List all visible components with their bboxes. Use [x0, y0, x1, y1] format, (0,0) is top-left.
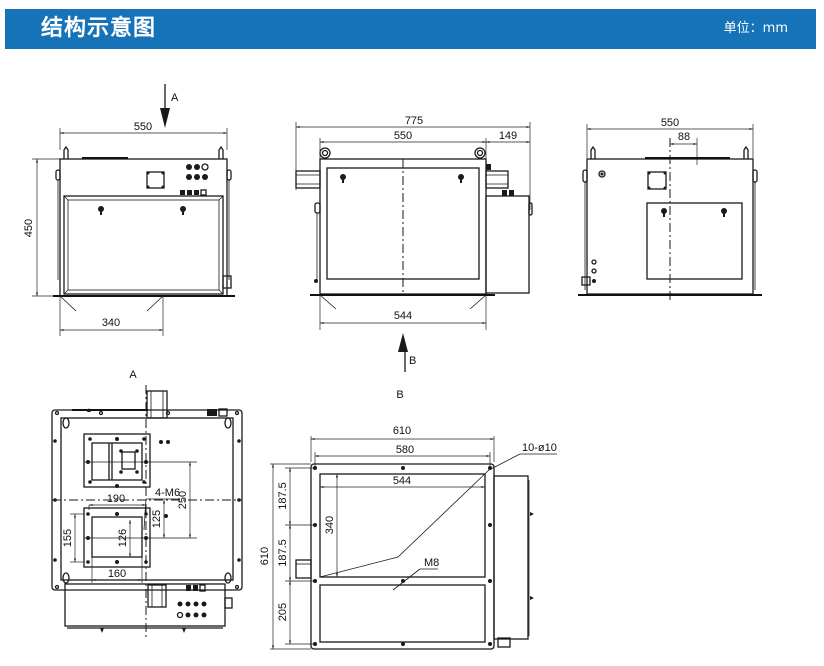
view-b-dim-opening-height: 340: [324, 516, 336, 534]
side-dim-bottom-opening: 544: [394, 310, 412, 322]
view-arrow-b-label: B: [409, 355, 416, 367]
side-view: 775 550 149 544: [295, 115, 533, 372]
view-b-dim-opening: 544: [393, 475, 411, 487]
rear-dim-width: 550: [661, 117, 679, 129]
section-title: 结构示意图: [41, 16, 157, 41]
front-dim-bottom-opening: 340: [102, 317, 120, 329]
view-a-dim-250: 250: [177, 491, 189, 509]
view-b-bottom: B 610 580 10-ø10 544 340 M8: [259, 389, 557, 650]
view-b-dim-seg3: 205: [277, 603, 289, 621]
view-b-dim-outer-width: 610: [393, 425, 411, 437]
view-arrow-a: A: [160, 84, 179, 128]
view-arrow-b: B: [398, 333, 416, 372]
view-b-callout-holes: 10-ø10: [522, 442, 557, 454]
view-b-dim-seg2: 187.5: [277, 539, 289, 567]
unit-label: 单位：mm: [723, 21, 788, 36]
view-a-dim-160: 160: [108, 568, 126, 580]
rear-view: 550 88: [578, 117, 762, 302]
view-a-label: A: [129, 369, 137, 381]
view-b-dim-hole-spacing: 580: [396, 444, 414, 456]
view-arrow-a-label: A: [171, 92, 179, 104]
rear-dim-offset: 88: [678, 131, 690, 143]
view-a-dim-125: 125: [151, 510, 163, 528]
view-b-dim-outer-height: 610: [259, 547, 271, 565]
section-header: 结构示意图 单位：mm: [5, 9, 816, 49]
view-a-callout-m6: 4-M6: [155, 487, 180, 499]
front-dim-width: 550: [134, 121, 152, 133]
view-a-dim-190: 190: [107, 493, 125, 505]
view-a-top: A: [51, 369, 243, 640]
view-b-label: B: [396, 389, 403, 401]
view-b-callout-thread: M8: [424, 557, 439, 569]
view-a-dim-155: 155: [62, 529, 74, 547]
view-b-dim-seg1: 187.5: [277, 482, 289, 510]
view-a-dim-126: 126: [117, 529, 129, 547]
front-view: A 550 450: [23, 84, 235, 336]
side-dim-overall: 775: [405, 115, 423, 127]
side-dim-extension: 149: [499, 130, 517, 142]
front-dim-height: 450: [23, 219, 35, 237]
side-dim-body: 550: [394, 130, 412, 142]
